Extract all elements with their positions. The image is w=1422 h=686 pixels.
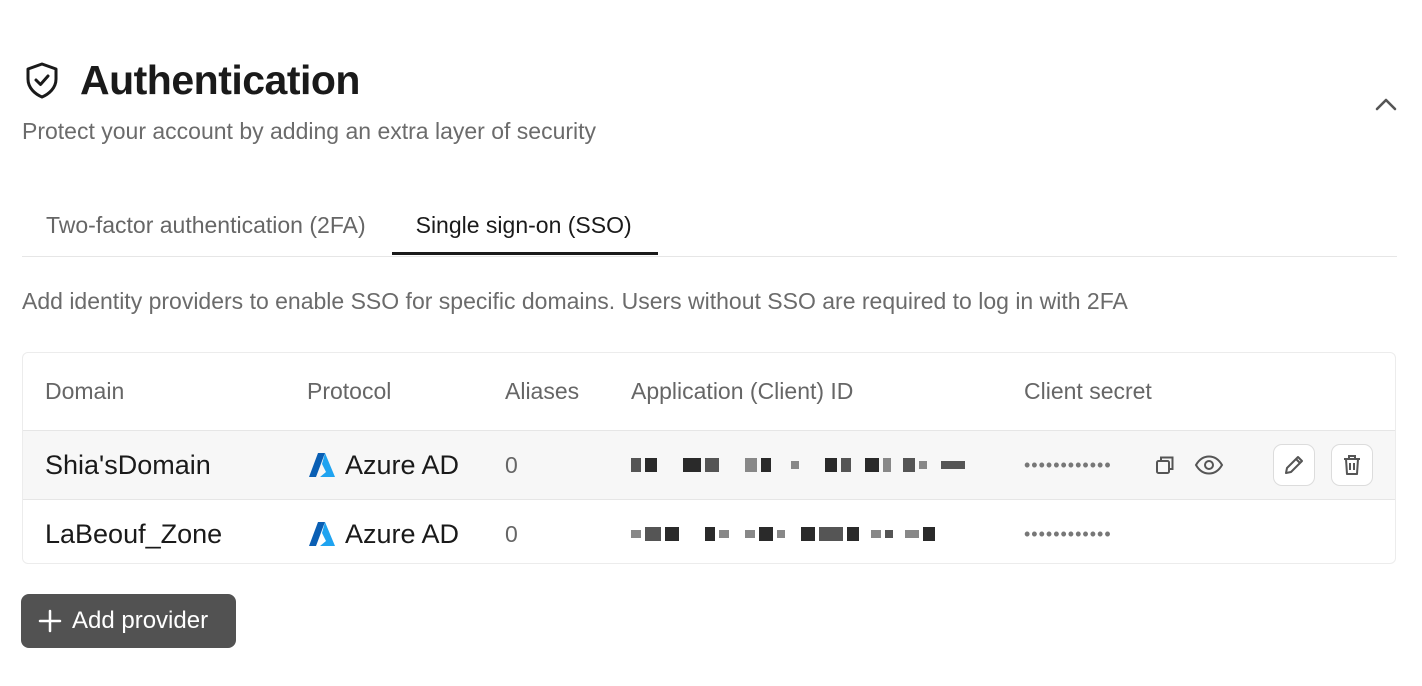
azure-ad-icon [309,453,335,477]
shield-check-icon [22,60,62,100]
eye-icon[interactable] [1193,453,1225,477]
client-id-redacted [631,500,935,563]
auth-header: Authentication Protect your account by a… [22,56,596,145]
tab-sso[interactable]: Single sign-on (SSO) [391,200,658,255]
col-domain: Domain [45,378,125,404]
client-id-redacted [631,431,965,499]
col-aliases: Aliases [505,378,580,404]
chevron-up-icon[interactable] [1372,90,1400,118]
sso-description: Add identity providers to enable SSO for… [22,288,1128,314]
col-client-secret: Client secret [1024,378,1152,404]
aliases-count: 0 [505,520,518,547]
add-provider-label: Add provider [72,607,209,634]
col-client-id: Application (Client) ID [631,378,854,404]
table-row[interactable]: LaBeouf_Zone Azure AD 0 •••••••••••• [23,500,1395,563]
client-secret-masked: •••••••••••• [1024,454,1112,475]
protocol-cell: Azure AD [307,500,460,563]
add-provider-button[interactable]: Add provider [21,594,236,648]
plus-icon [38,609,62,633]
copy-icon[interactable] [1153,453,1177,477]
protocol-cell: Azure AD [307,431,459,499]
trash-icon [1344,455,1360,475]
domain-name: LaBeouf_Zone [45,518,223,549]
domain-name: Shia'sDomain [45,449,211,480]
title-row: Authentication [22,56,596,104]
protocol-label: Azure AD [345,449,460,480]
protocol-label: Azure AD [345,518,460,549]
page-subtitle: Protect your account by adding an extra … [22,118,597,144]
page-title: Authentication [80,57,360,103]
client-secret-masked: •••••••••••• [1024,523,1112,544]
pencil-icon [1285,456,1303,474]
auth-tabs: Two-factor authentication (2FA) Single s… [22,200,1397,257]
table-header: Domain Protocol Aliases Application (Cli… [23,353,1395,431]
col-protocol: Protocol [307,378,392,404]
providers-table: Domain Protocol Aliases Application (Cli… [22,352,1396,564]
table-row[interactable]: Shia'sDomain Azure AD 0 •••••••••••• [23,431,1395,500]
tab-2fa[interactable]: Two-factor authentication (2FA) [46,212,366,238]
azure-ad-icon [309,522,335,546]
delete-button[interactable] [1331,444,1373,486]
aliases-count: 0 [505,451,518,478]
edit-button[interactable] [1273,444,1315,486]
